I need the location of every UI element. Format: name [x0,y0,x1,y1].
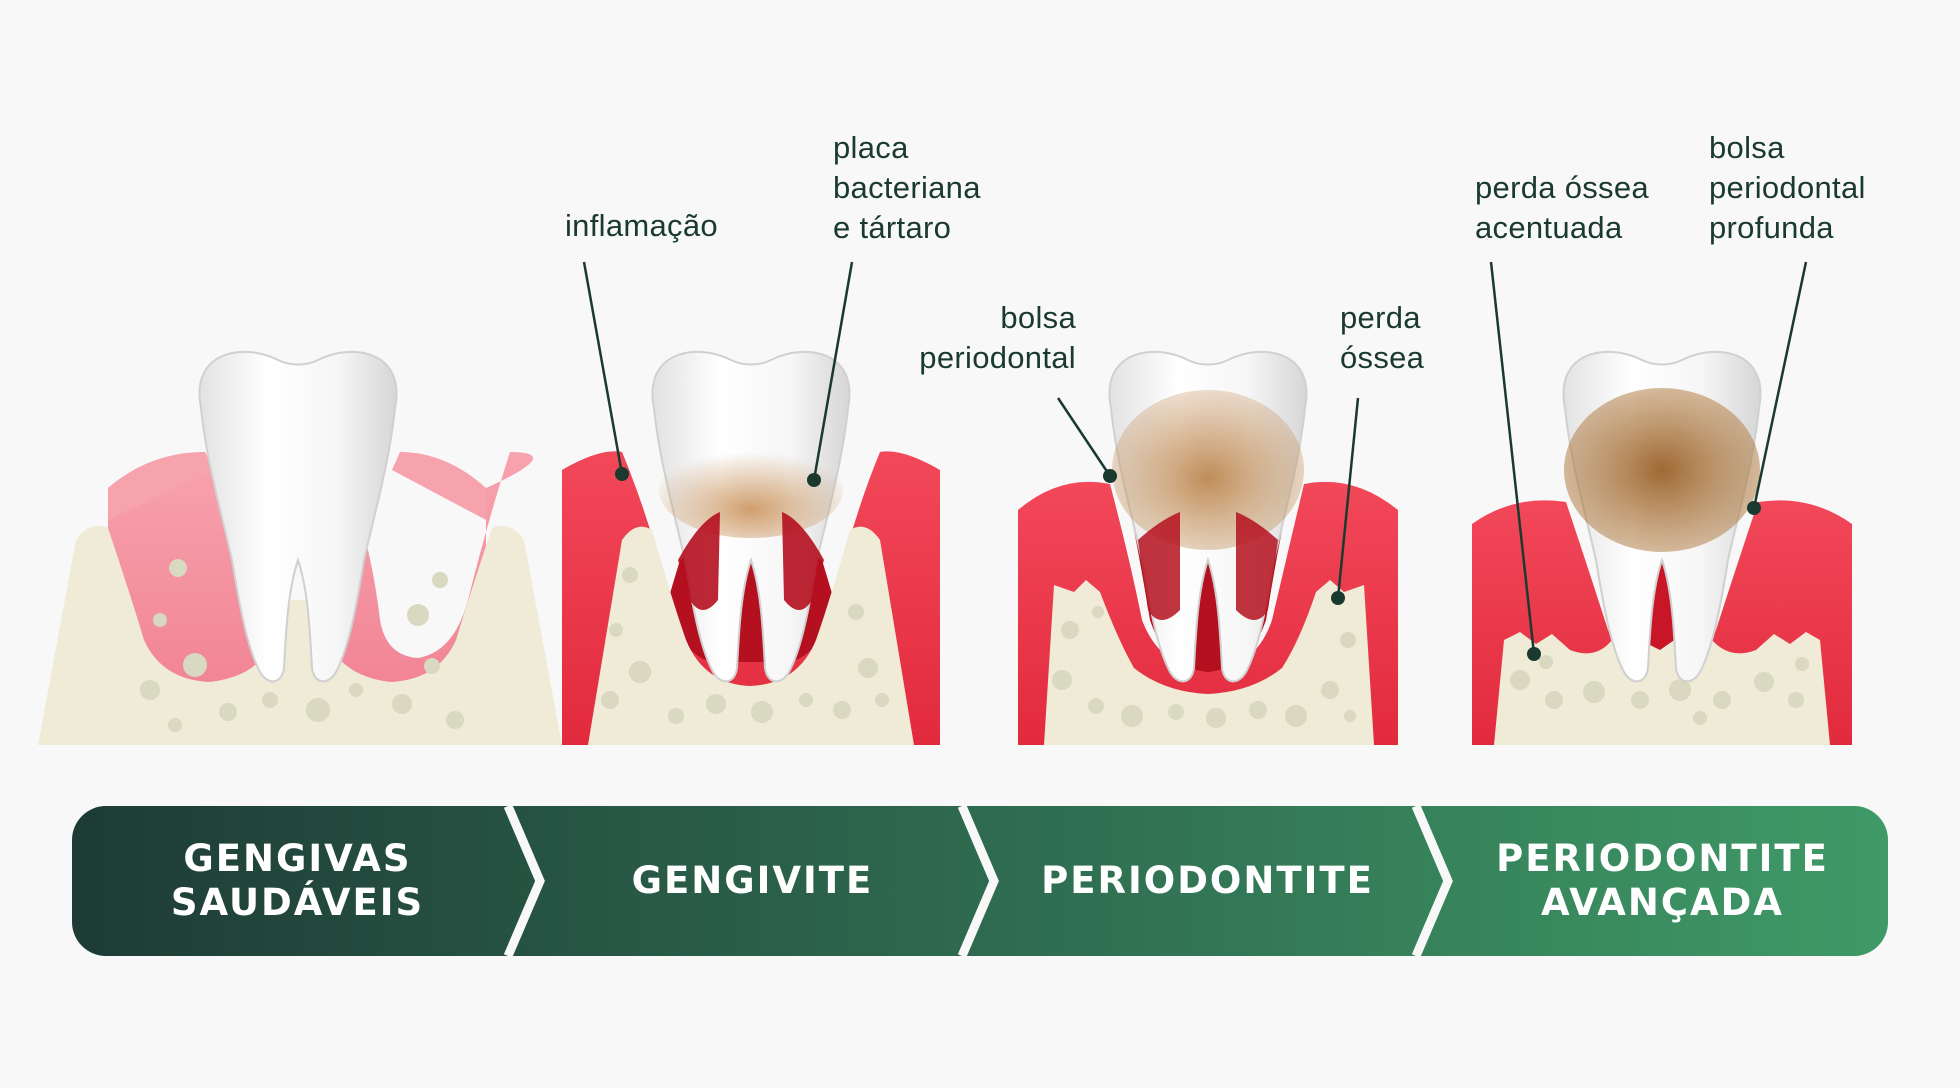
tooth-icon [651,350,851,683]
callout-plaque-tartar: placa bacteriana e tártaro [833,130,981,245]
stage-label-gingivitis: GENGIVITE [631,859,874,902]
chevron-separator-icon [503,804,1453,958]
tooth-icon [1108,350,1308,683]
gingivitis-tooth-diagram [562,350,940,745]
bone-icon [1044,580,1374,745]
stage-label-advanced-periodontitis: PERIODONTITE AVANÇADA [1496,837,1829,924]
callout-leader-lines [582,261,1808,655]
callout-dots [615,467,1761,661]
periodontitis-tooth-diagram [1018,350,1398,745]
tooth-icon [1562,350,1762,683]
callout-inflammation: inflamação [565,208,718,243]
bone-icon [1494,632,1830,745]
stage-label-periodontitis: PERIODONTITE [1041,859,1374,902]
bone-icon [588,526,914,745]
callout-deep-pocket: bolsa periodontal profunda [1709,130,1866,245]
advanced-periodontitis-tooth-diagram [1472,350,1852,745]
healthy-tooth-diagram [38,350,562,745]
callout-bone-loss: perda óssea [1340,300,1425,375]
callout-severe-bone-loss: perda óssea acentuada [1475,170,1649,245]
stage-label-healthy-gums: GENGIVAS SAUDÁVEIS [170,837,425,924]
callout-periodontal-pocket: bolsa periodontal [919,300,1076,375]
bone-icon [38,525,562,745]
stage-banner [72,804,1888,958]
